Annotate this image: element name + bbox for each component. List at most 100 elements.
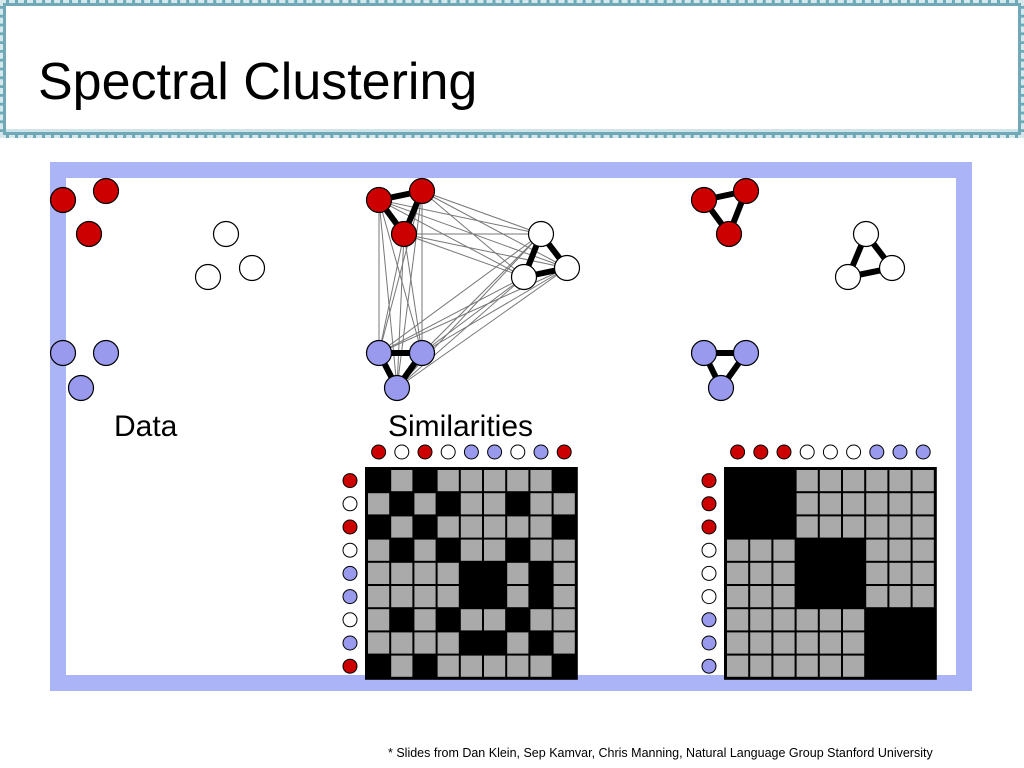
matrix-cell-strong <box>414 516 436 538</box>
matrix-cell-strong <box>843 562 865 584</box>
matrix-cell-weak <box>553 562 575 584</box>
matrix-cell-weak <box>368 562 390 584</box>
matrix-cell-strong <box>912 655 934 677</box>
white-column-marker <box>846 444 862 460</box>
matrix-cell-weak <box>866 470 888 492</box>
matrix-cell-strong <box>507 539 529 561</box>
white-row-marker <box>701 542 717 558</box>
matrix-cell-strong <box>530 632 552 654</box>
blue-data-point <box>732 339 760 367</box>
red-data-point <box>49 186 77 214</box>
matrix-cell-strong <box>773 516 795 538</box>
weak-similarity-edge <box>396 233 405 389</box>
matrix-cell-weak <box>368 539 390 561</box>
blue-row-marker <box>342 565 358 581</box>
matrix-cell-weak <box>889 470 911 492</box>
matrix-cell-weak <box>553 539 575 561</box>
white-row-marker <box>342 542 358 558</box>
white-data-point <box>510 263 538 291</box>
red-column-marker <box>730 444 746 460</box>
similarities-label: Similarities <box>388 410 534 443</box>
red-data-point <box>390 220 418 248</box>
matrix-cell-weak <box>866 562 888 584</box>
matrix-cell-strong <box>414 470 436 492</box>
matrix-cell-weak <box>889 539 911 561</box>
white-data-point <box>194 263 222 291</box>
blue-row-marker <box>701 658 717 674</box>
matrix-cell-weak <box>866 493 888 515</box>
matrix-cell-weak <box>866 539 888 561</box>
matrix-cell-weak <box>796 609 818 631</box>
matrix-cell-weak <box>530 516 552 538</box>
red-column-marker <box>556 444 572 460</box>
red-data-point <box>92 177 120 205</box>
matrix-cell-weak <box>391 586 413 608</box>
matrix-cell-strong <box>391 539 413 561</box>
blue-column-marker <box>892 444 908 460</box>
matrix-cell-weak <box>391 632 413 654</box>
red-data-point <box>75 220 103 248</box>
matrix-cell-weak <box>460 516 482 538</box>
weak-similarity-edge <box>403 233 568 269</box>
footnote: * Slides from Dan Klein, Sep Kamvar, Chr… <box>388 746 933 760</box>
content-frame <box>50 162 972 691</box>
matrix-cell-strong <box>819 586 841 608</box>
white-row-marker <box>342 612 358 628</box>
red-column-marker <box>753 444 769 460</box>
matrix-cell-weak <box>414 493 436 515</box>
red-row-marker <box>342 658 358 674</box>
matrix-row-col-markers <box>342 444 931 674</box>
matrix-cell-weak <box>727 655 749 677</box>
matrix-cell-weak <box>889 493 911 515</box>
matrix-cell-weak <box>484 655 506 677</box>
matrix-cell-strong <box>773 493 795 515</box>
matrix-cell-strong <box>460 562 482 584</box>
matrix-cell-weak <box>484 470 506 492</box>
matrix-cell-weak <box>391 562 413 584</box>
blue-data-point <box>365 339 393 367</box>
matrix-cell-strong <box>727 493 749 515</box>
matrix-cell-weak <box>912 539 934 561</box>
matrix-cell-weak <box>530 609 552 631</box>
weak-similarity-edge <box>403 233 525 278</box>
white-data-point <box>553 254 581 282</box>
matrix-cell-weak <box>368 493 390 515</box>
blue-data-point <box>49 339 77 367</box>
matrix-cell-weak <box>889 516 911 538</box>
matrix-cell-weak <box>484 493 506 515</box>
matrix-cell-weak <box>727 539 749 561</box>
matrix-cell-weak <box>773 586 795 608</box>
matrix-cell-strong <box>889 609 911 631</box>
matrix-cell-strong <box>866 655 888 677</box>
matrix-cell-strong <box>796 562 818 584</box>
matrix-cell-strong <box>368 470 390 492</box>
matrix-cell-weak <box>414 632 436 654</box>
red-column-marker <box>776 444 792 460</box>
matrix-cell-weak <box>843 655 865 677</box>
matrix-cell-weak <box>460 609 482 631</box>
matrix-cell-strong <box>866 632 888 654</box>
matrix-cell-weak <box>553 586 575 608</box>
white-column-marker <box>822 444 838 460</box>
matrix-cell-weak <box>843 632 865 654</box>
matrix-cell-weak <box>507 562 529 584</box>
white-data-point <box>834 263 862 291</box>
matrix-cell-weak <box>553 609 575 631</box>
matrix-cell-strong <box>796 586 818 608</box>
white-data-point <box>527 220 555 248</box>
data-points <box>49 177 906 402</box>
matrix-cell-weak <box>437 470 459 492</box>
white-data-point <box>212 220 240 248</box>
matrix-cell-strong <box>507 609 529 631</box>
matrix-cell-strong <box>530 562 552 584</box>
matrix-cell-weak <box>414 539 436 561</box>
matrix-cell-weak <box>727 632 749 654</box>
red-data-point <box>715 220 743 248</box>
matrix-cell-strong <box>484 562 506 584</box>
matrix-cell-weak <box>912 516 934 538</box>
white-column-marker <box>394 444 410 460</box>
white-data-point <box>878 254 906 282</box>
matrix-cell-weak <box>530 655 552 677</box>
matrix-cell-weak <box>553 493 575 515</box>
matrix-cell-weak <box>553 632 575 654</box>
